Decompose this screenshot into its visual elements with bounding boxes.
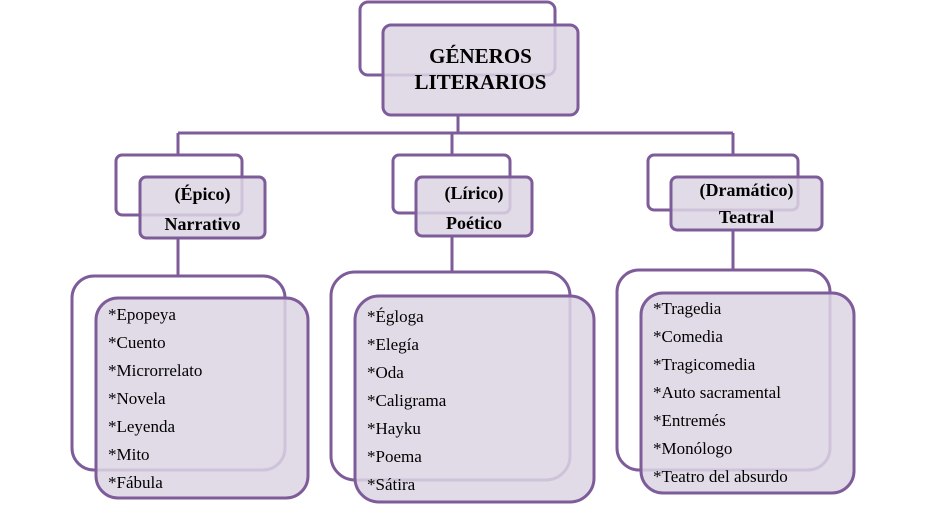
list-item: *Entremés [653,411,726,430]
list-item: *Hayku [367,419,421,438]
list-item: *Caligrama [367,391,447,410]
poetic-list-box [353,294,596,504]
root-box [381,23,580,117]
narrative-line2: Narrativo [164,214,241,234]
list-item: *Elegía [367,335,419,354]
dramatic-list-box [639,291,856,495]
dramatic-list: *Tragedia *Comedia *Tragicomedia *Auto s… [653,295,788,491]
poetic-title: (Lírico) Poético [416,178,532,238]
list-item: *Leyenda [108,417,176,436]
root-title-line2: LITERARIOS [414,70,547,95]
list-item: *Oda [367,363,404,382]
poetic-line1: (Lírico) [444,183,504,203]
list-item: *Comedia [653,327,723,346]
root-title-line1: GÉNEROS [429,44,532,68]
narrative-list-box [94,296,310,500]
dramatic-title: (Dramático) Teatral [671,177,822,231]
narrative-title: (Épico) Narrativo [140,179,265,239]
list-item: *Mito [108,445,150,464]
list-item: *Poema [367,447,422,466]
list-item: *Fábula [108,473,163,492]
list-item: *Cuento [108,333,166,352]
list-item: *Sátira [367,475,416,494]
dramatic-box [669,175,824,232]
narrative-line1: (Épico) [174,184,231,204]
narrative-list: *Epopeya *Cuento *Microrrelato *Novela *… [108,301,202,497]
list-item: *Teatro del absurdo [653,467,788,486]
connector [176,115,735,276]
list-item: *Tragicomedia [653,355,756,374]
dramatic-line1: (Dramático) [699,180,794,200]
root-title: GÉNEROS LITERARIOS [383,43,578,96]
dramatic-line2: Teatral [718,207,775,227]
poetic-list: *Égloga *Elegía *Oda *Caligrama *Hayku *… [367,303,446,499]
poetic-box [414,175,534,238]
list-item: *Novela [108,389,166,408]
list-item: *Epopeya [108,305,176,324]
list-item: *Auto sacramental [653,383,781,402]
list-item: *Microrrelato [108,361,203,380]
list-item: *Égloga [367,307,424,326]
narrative-box [138,175,267,240]
poetic-line2: Poético [446,213,502,233]
list-item: *Tragedia [653,299,722,318]
list-item: *Monólogo [653,439,733,458]
